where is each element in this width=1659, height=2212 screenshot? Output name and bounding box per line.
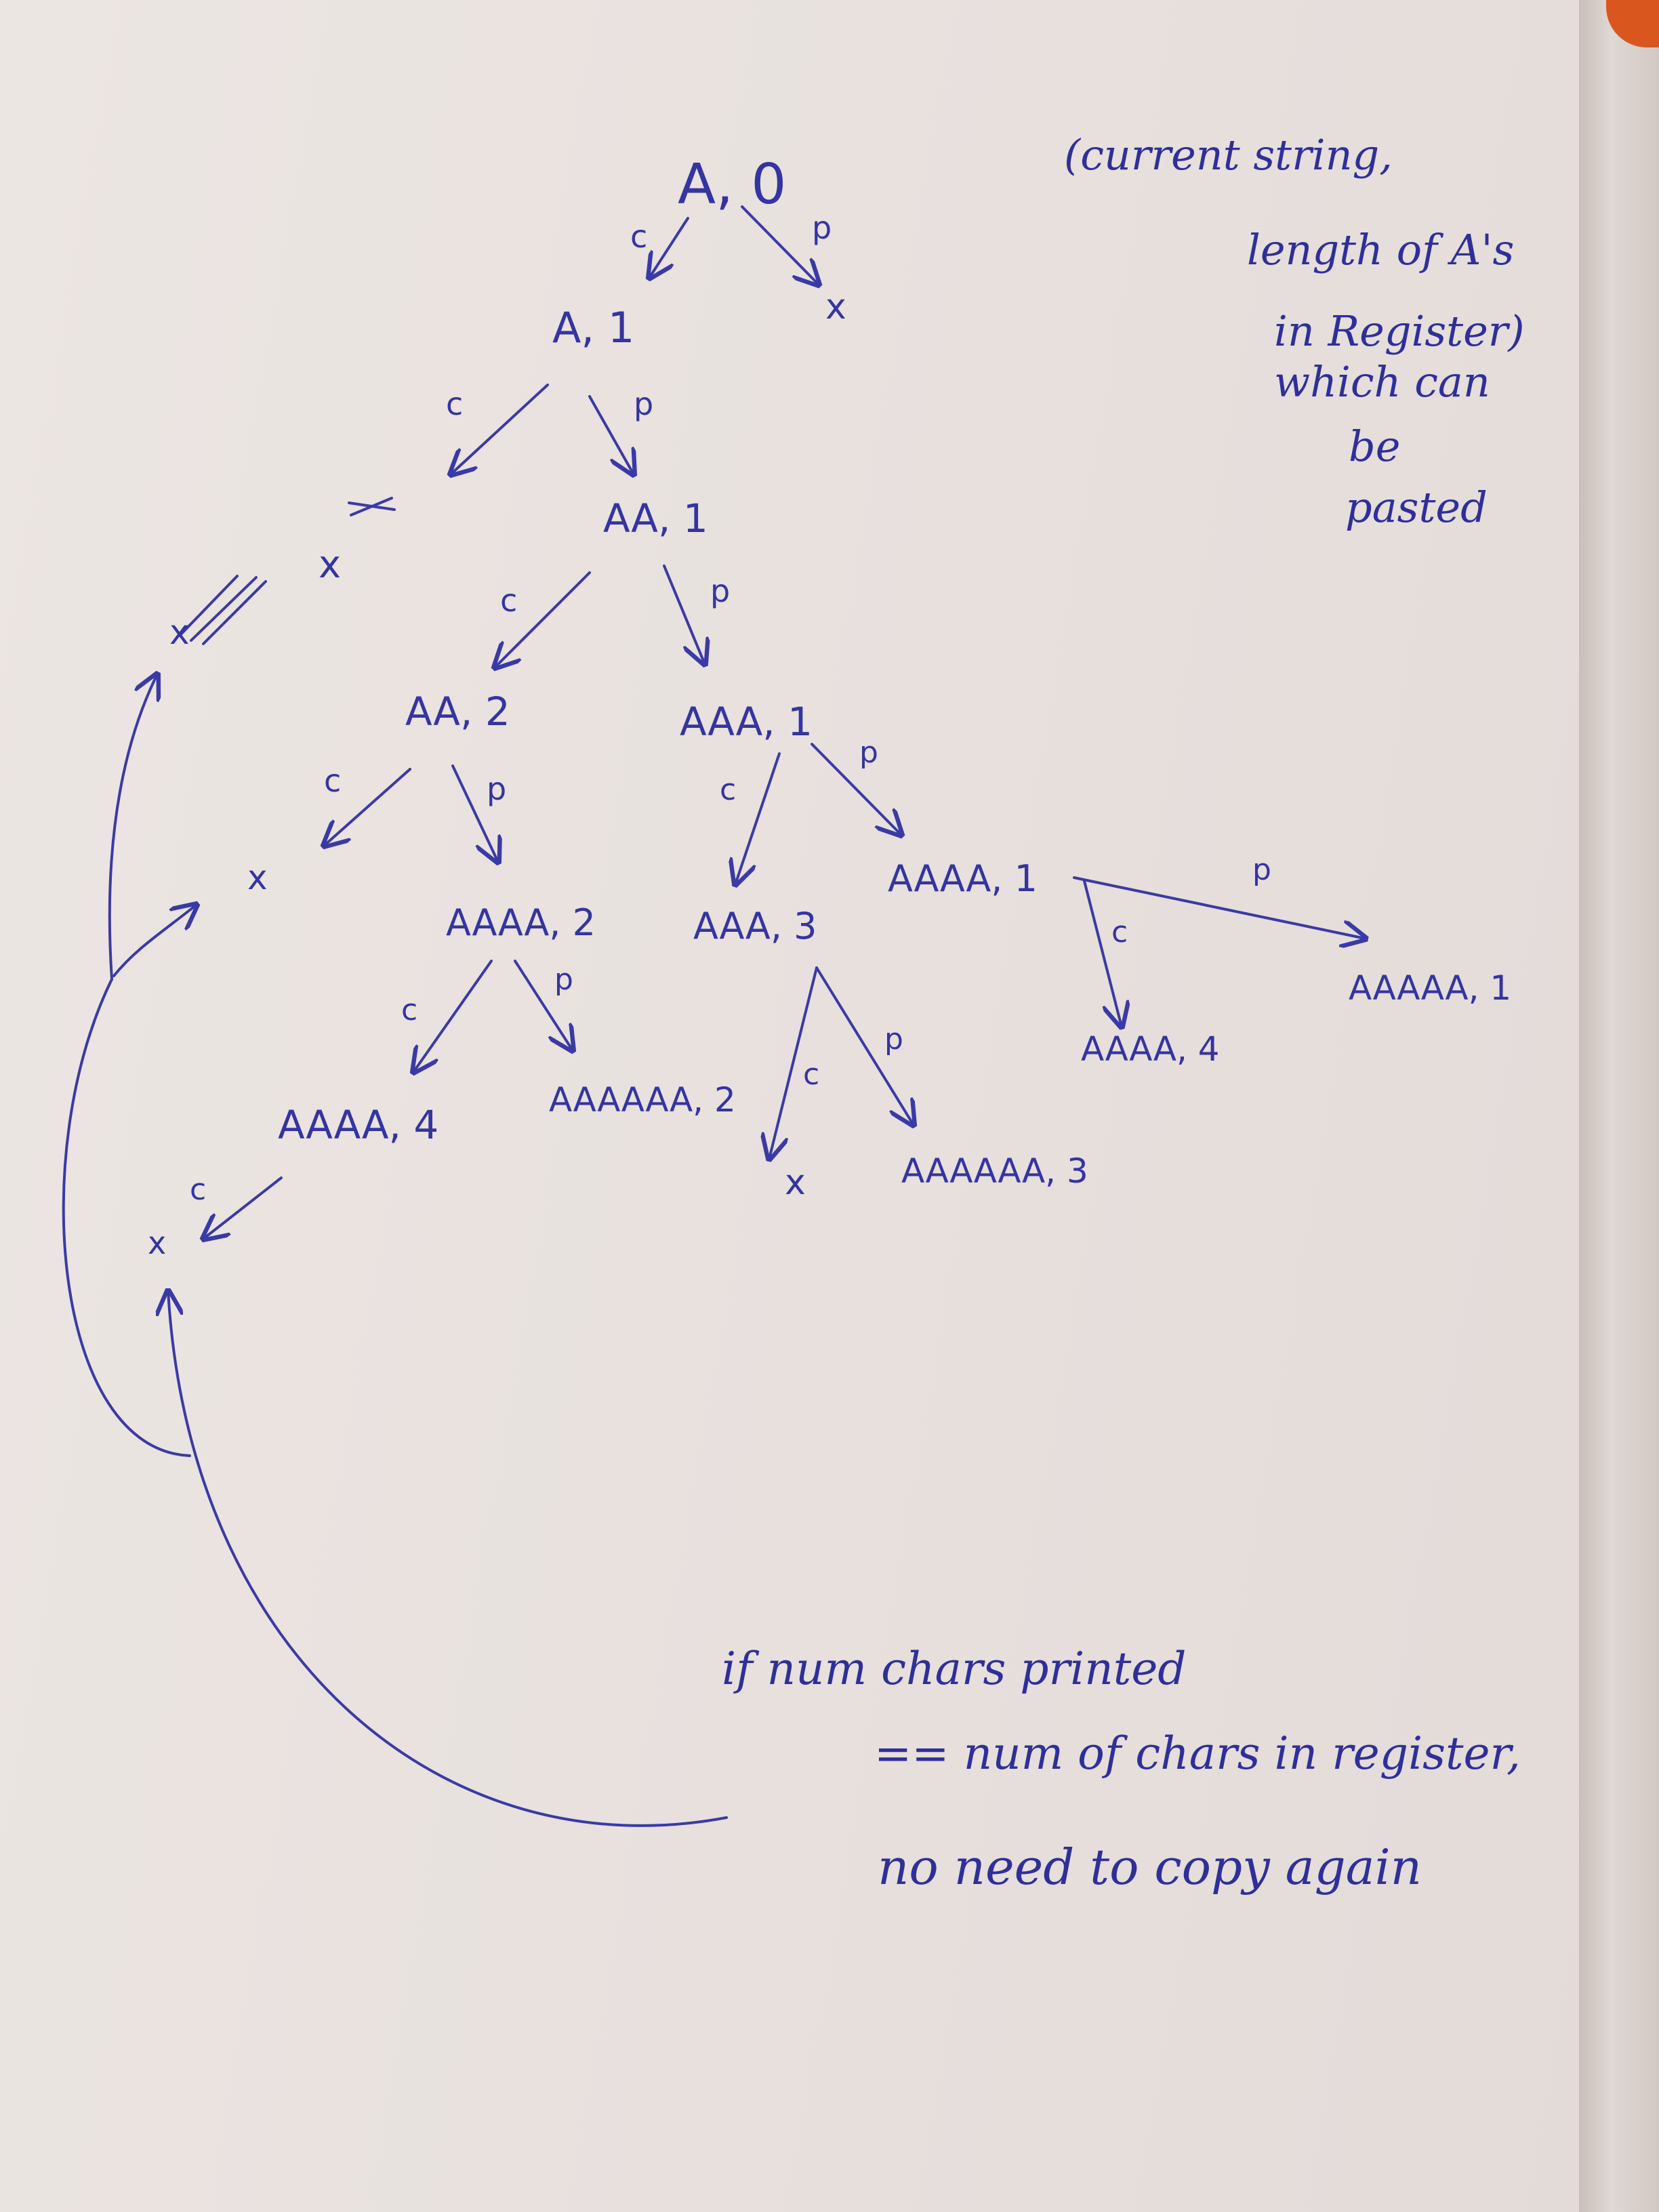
edge-root-copy (649, 217, 689, 278)
tree-nodes: A, 0 A, 1 AA, 1 AA, 2 AAA, 1 AAAA, 2 AAA… (278, 152, 1511, 1191)
edge-aa2-paste (451, 764, 498, 862)
paper-edge-shadow (1579, 0, 1659, 2212)
edge-a1-paste (588, 395, 634, 474)
x-mark-root-paste: x (825, 287, 846, 327)
label-paste-root: p (812, 209, 832, 246)
label-paste-a1: p (634, 386, 653, 422)
legend-line-5: be (1349, 422, 1400, 471)
node-aaa3: AAA, 3 (693, 905, 817, 947)
x-mark-aaa3-copy: x (785, 1162, 806, 1203)
edge-aaa1-copy (735, 752, 781, 884)
x-mark-aaaa4-copy: x (148, 1225, 166, 1261)
x-mark-aa2-copy: x (247, 858, 268, 897)
legend-line-6: pasted (1345, 483, 1488, 532)
x-mark-scribble: x (169, 613, 190, 652)
edge-aa2-copy (324, 768, 411, 846)
label-copy-root: c (630, 218, 647, 255)
note-line-1: if num chars printed (722, 1643, 1187, 1695)
edge-aaa3-copy (769, 966, 818, 1159)
node-aaaa4-left: AAAA, 4 (278, 1102, 438, 1148)
edge-aaaa2-paste (514, 960, 573, 1050)
label-copy-aaa3: c (803, 1057, 819, 1092)
edge-aaaa1-copy (1083, 880, 1122, 1027)
label-copy-aaa1: c (720, 773, 736, 807)
edge-loop-upper (108, 674, 157, 981)
edge-note-pointer (168, 1291, 728, 1827)
edge-aaa3-paste (815, 966, 914, 1125)
node-aaaaa1: AAAAA, 1 (1349, 968, 1511, 1008)
edge-aaaa2-copy (413, 960, 493, 1072)
node-aa1: AA, 1 (603, 495, 708, 541)
label-copy-aa1: c (500, 582, 517, 619)
legend-note: (current string, length of A's in Regist… (1064, 130, 1525, 532)
node-a1: A, 1 (552, 303, 634, 352)
note-line-3: no need to copy again (878, 1839, 1422, 1896)
label-copy-aaaa1: c (1111, 915, 1128, 949)
edge-aaaa4-copy (203, 1176, 283, 1239)
note-line-2: == num of chars in register, (874, 1727, 1521, 1780)
node-aaaa2: AAAA, 2 (446, 901, 596, 944)
legend-line-2: length of A's (1247, 225, 1514, 274)
node-aaaaaa2: AAAAAA, 2 (549, 1080, 736, 1120)
paper-sheet (0, 0, 1579, 2212)
label-paste-aaa3: p (884, 1022, 903, 1057)
edge-labels: c p c p c p c p c p c p c p c p c (190, 209, 1271, 1207)
label-paste-aaaa1: p (1252, 853, 1271, 887)
node-aaaa4-right: AAAA, 4 (1081, 1029, 1220, 1069)
label-copy-aaaa4: c (190, 1172, 206, 1207)
edge-loop-branch (112, 905, 197, 977)
node-aaaa1: AAAA, 1 (888, 857, 1038, 900)
node-aaa1: AAA, 1 (680, 699, 813, 745)
label-copy-aaaa2: c (401, 993, 417, 1027)
edge-aaaa1-paste (1073, 876, 1366, 939)
legend-line-4: which can (1274, 357, 1490, 407)
label-paste-aa2: p (487, 771, 506, 807)
node-aaaaaa3: AAAAAA, 3 (901, 1151, 1088, 1191)
scribble-aa1-crossed (348, 497, 396, 516)
x-mark-a1-copy: x (319, 543, 341, 587)
label-copy-aa2: c (324, 762, 341, 799)
label-paste-aaaa2: p (554, 962, 573, 997)
legend-line-3: in Register) (1274, 306, 1525, 356)
edge-root-paste (741, 205, 819, 285)
edge-a1-copy (451, 384, 549, 474)
label-paste-aaa1: p (859, 735, 878, 770)
tree-edges (62, 205, 1366, 1827)
scribble-crossout (178, 575, 267, 645)
dead-end-marks: x x x x x x (148, 287, 846, 1261)
node-root: A, 0 (678, 152, 786, 217)
edge-aa1-copy (495, 571, 591, 668)
edge-aa1-paste (663, 565, 705, 664)
bottom-note: if num chars printed == num of chars in … (722, 1643, 1521, 1896)
label-paste-aa1: p (710, 573, 730, 609)
node-aa2: AA, 2 (405, 689, 510, 735)
edge-aaa1-paste (811, 743, 901, 835)
edge-loop-lower (62, 978, 191, 1457)
label-copy-a1: c (446, 386, 463, 422)
legend-line-1: (current string, (1064, 130, 1393, 180)
